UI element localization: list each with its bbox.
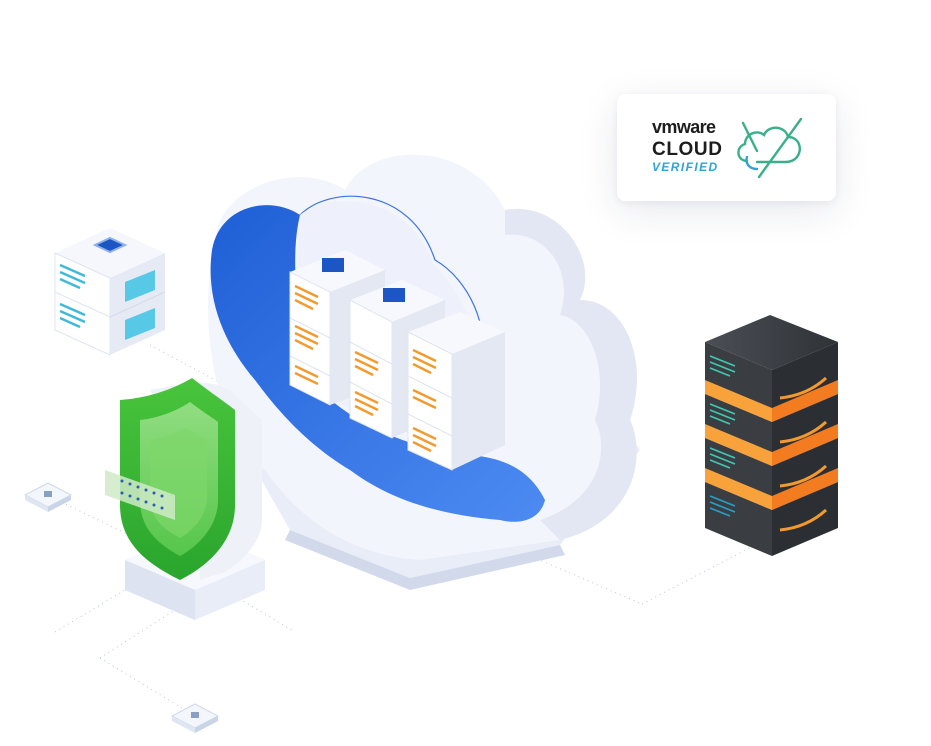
shield-icon — [105, 378, 265, 620]
badge-line-cloud: CLOUD — [652, 139, 723, 160]
vmware-logo: vmware — [652, 117, 716, 137]
connector-tile-icon — [170, 703, 220, 733]
cloud-verified-icon — [737, 117, 803, 179]
dark-server-stack-icon — [705, 315, 838, 556]
server-unit-icon — [54, 228, 166, 356]
badge-line-verified: VERIFIED — [652, 160, 719, 174]
badge-text: vmware CLOUD VERIFIED — [652, 118, 736, 173]
server-rack-icon — [289, 250, 505, 471]
connector-tile-icon — [23, 482, 73, 512]
